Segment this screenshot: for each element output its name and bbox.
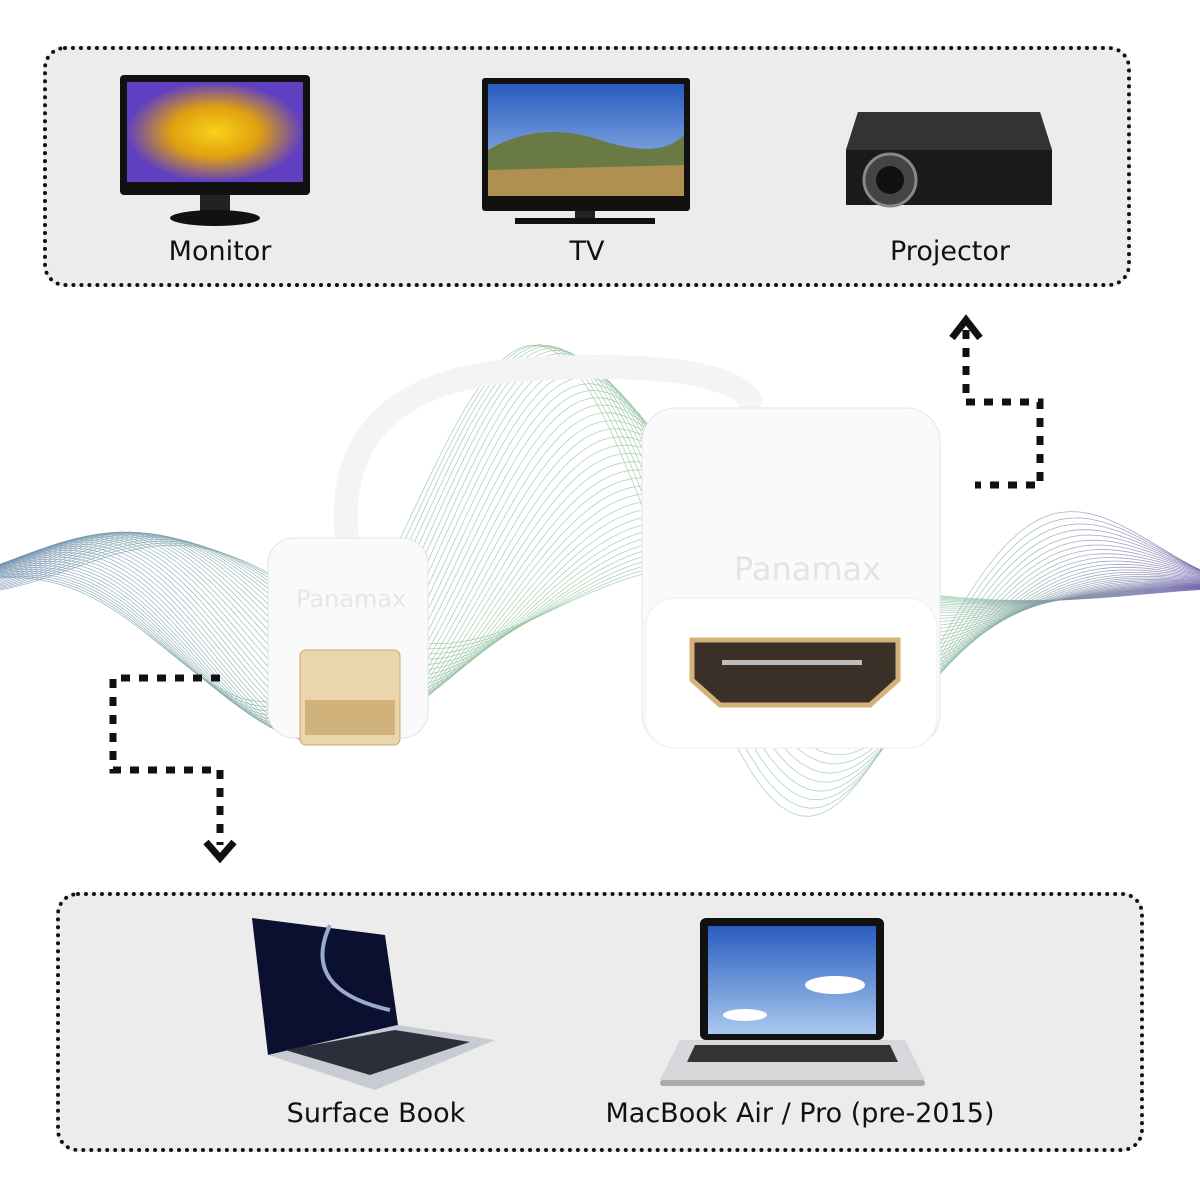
wave-line [0,360,1200,747]
wave-line [0,404,1200,744]
wave-line [0,377,1200,742]
wave-lines [0,344,1200,817]
wave-line [0,527,1200,688]
input-label-macbook: MacBook Air / Pro (pre-2015) [605,1098,995,1129]
wave-line [0,535,1200,671]
brand-label-hdmi: Panamax [734,550,882,588]
arrow-up-icon [949,314,983,341]
wave-line [0,461,1200,730]
surface-book-icon [252,918,495,1090]
tv-icon [482,78,690,224]
wave-line [0,349,1200,774]
wave-line [0,485,1200,718]
wave-line [0,538,1200,660]
dotted-arrow-up-to-outputs [962,330,1044,489]
brand-label-mini-dp: Panamax [296,585,407,613]
input-label-surface-book: Surface Book [286,1098,466,1129]
wave-line [0,344,1200,817]
wave-line [0,521,1200,693]
wave-line [0,534,1200,677]
wave-line [0,500,1200,709]
wave-line [0,383,1200,743]
wave-line [0,397,1200,744]
wave-line [0,452,1200,734]
wave-line [0,390,1200,744]
projector-icon [846,112,1052,208]
wave-line [0,370,1200,740]
wave-line [0,412,1200,743]
wave-line [0,514,1200,699]
wave-line [0,544,1200,645]
input-devices-panel [56,892,1144,1152]
hdmi-female-connector [641,407,941,749]
mini-displayport-connector [267,537,429,746]
output-label-tv: TV [569,236,605,267]
dotted-arrow-down-from-inputs [109,674,224,845]
output-label-projector: Projector [890,236,1010,267]
monitor-icon [120,75,310,226]
wave-line [0,469,1200,727]
macbook-icon [660,918,925,1086]
wave-line [0,444,1200,737]
wave-line [0,542,1200,650]
wave-line [0,420,1200,742]
wave-line [0,537,1200,666]
wave-line [0,428,1200,741]
output-label-monitor: Monitor [168,236,272,267]
arrow-down-icon [203,839,237,864]
